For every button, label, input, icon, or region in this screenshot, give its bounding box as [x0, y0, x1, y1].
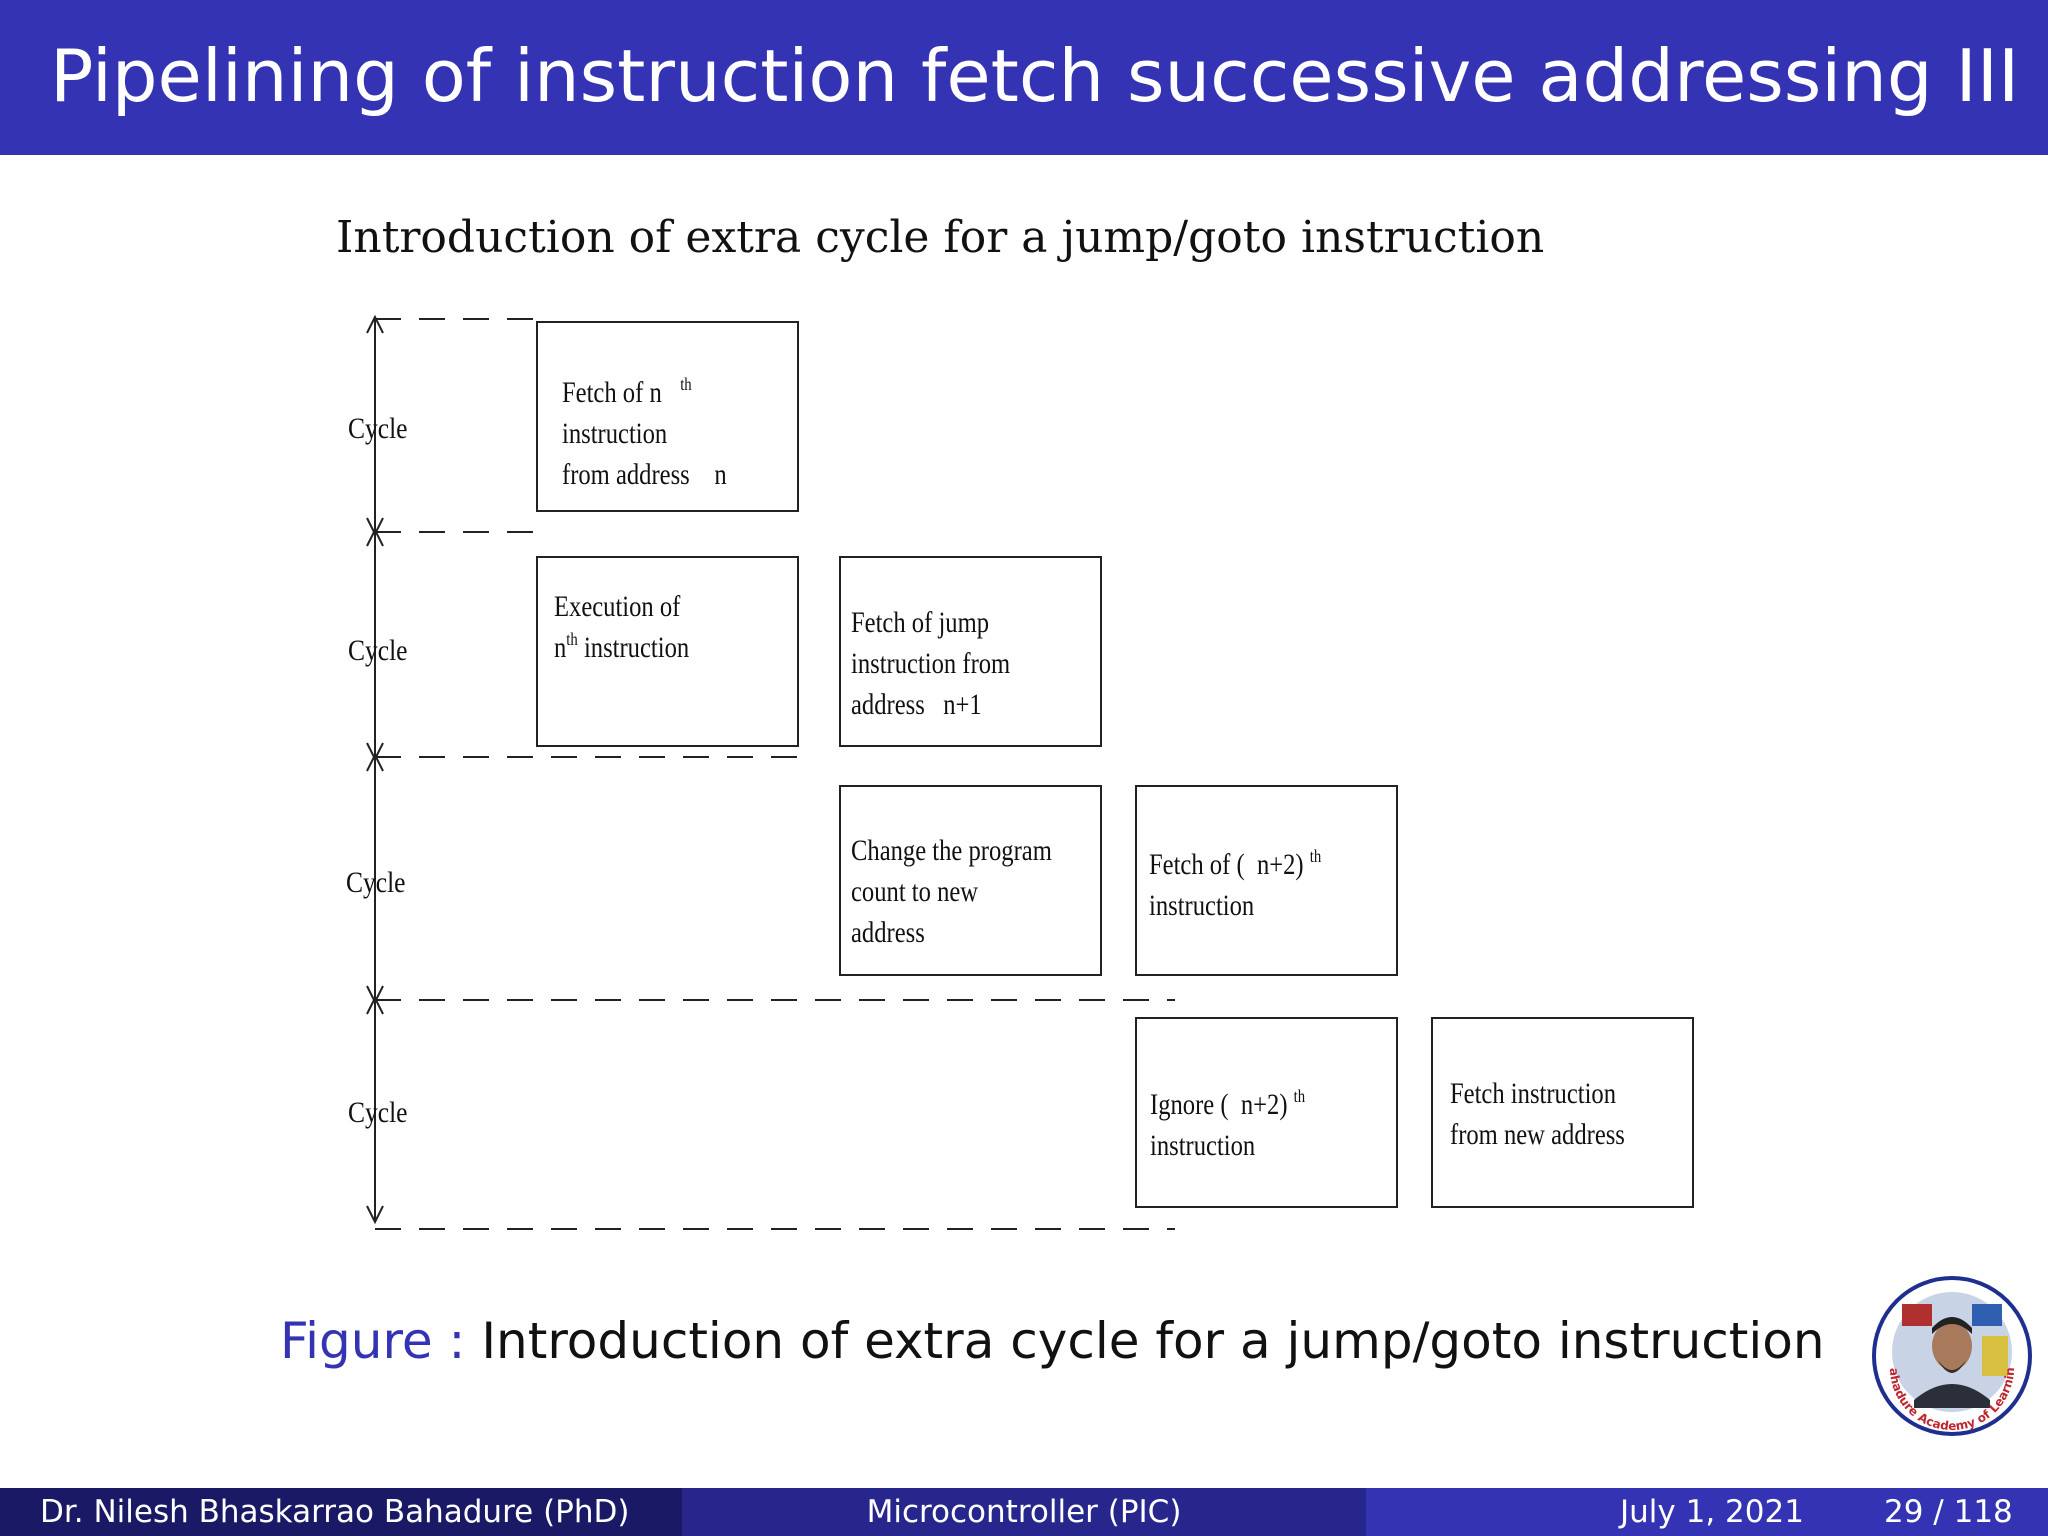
box-fetch-jump: [839, 556, 1102, 747]
box-fetch-nth-text: Fetch of n th instruction from address n: [562, 374, 727, 491]
cycle-label-3: Cycle: [346, 866, 406, 899]
box-ignore-n2-text: Ignore ( n+2) th instruction: [1150, 1086, 1306, 1162]
arrow-head: [366, 995, 384, 1015]
academy-logo: Bahadure Academy of Learning: [1872, 1276, 2032, 1436]
footer-page-number: 29 / 118: [1884, 1494, 2013, 1530]
arrow-head: [366, 1205, 384, 1225]
box-fetch-n2: [1135, 785, 1398, 976]
footer-right-cell: July 1, 2021 29 / 118: [1366, 1488, 2048, 1536]
footer: Dr. Nilesh Bhaskarrao Bahadure (PhD) Mic…: [0, 1488, 2048, 1536]
arrow-head: [366, 742, 384, 762]
box-fetch-new-address: [1431, 1017, 1694, 1208]
cycle-label-1: Cycle: [348, 412, 408, 445]
figure-heading: Introduction of extra cycle for a jump/g…: [336, 212, 1545, 263]
arrow-head: [366, 314, 384, 334]
box-fetch-new-address-text: Fetch instruction from new address: [1450, 1077, 1625, 1151]
box-ignore-n2: [1135, 1017, 1398, 1208]
cycle-label-4: Cycle: [348, 1096, 408, 1129]
footer-date: July 1, 2021: [1620, 1494, 1804, 1530]
box-fetch-jump-text: Fetch of jump instruction from address n…: [851, 606, 1011, 721]
arrow-head: [366, 517, 384, 537]
title-bar: [0, 0, 2048, 155]
arrow-head: [366, 752, 384, 772]
box-execute-nth-text: Execution of nth instruction: [554, 590, 690, 664]
footer-author: Dr. Nilesh Bhaskarrao Bahadure (PhD): [40, 1494, 630, 1530]
box-execute-nth: [536, 556, 799, 747]
box-change-pc: [839, 785, 1102, 976]
box-fetch-n2-text: Fetch of ( n+2) th instruction: [1149, 846, 1322, 922]
footer-course: Microcontroller (PIC): [866, 1494, 1182, 1530]
cycle-label-2: Cycle: [348, 634, 408, 667]
footer-course-cell: Microcontroller (PIC): [682, 1488, 1366, 1536]
box-fetch-nth: [536, 321, 799, 512]
figure-caption: Figure : Introduction of extra cycle for…: [280, 1312, 1825, 1370]
slide-title: Pipelining of instruction fetch successi…: [50, 34, 2020, 118]
box-change-pc-text: Change the program count to new address: [851, 834, 1052, 949]
footer-author-cell: Dr. Nilesh Bhaskarrao Bahadure (PhD): [0, 1488, 682, 1536]
caption-text: Introduction of extra cycle for a jump/g…: [481, 1312, 1825, 1370]
arrow-head: [366, 985, 384, 1005]
caption-label: Figure :: [280, 1312, 466, 1370]
arrow-head: [366, 527, 384, 547]
